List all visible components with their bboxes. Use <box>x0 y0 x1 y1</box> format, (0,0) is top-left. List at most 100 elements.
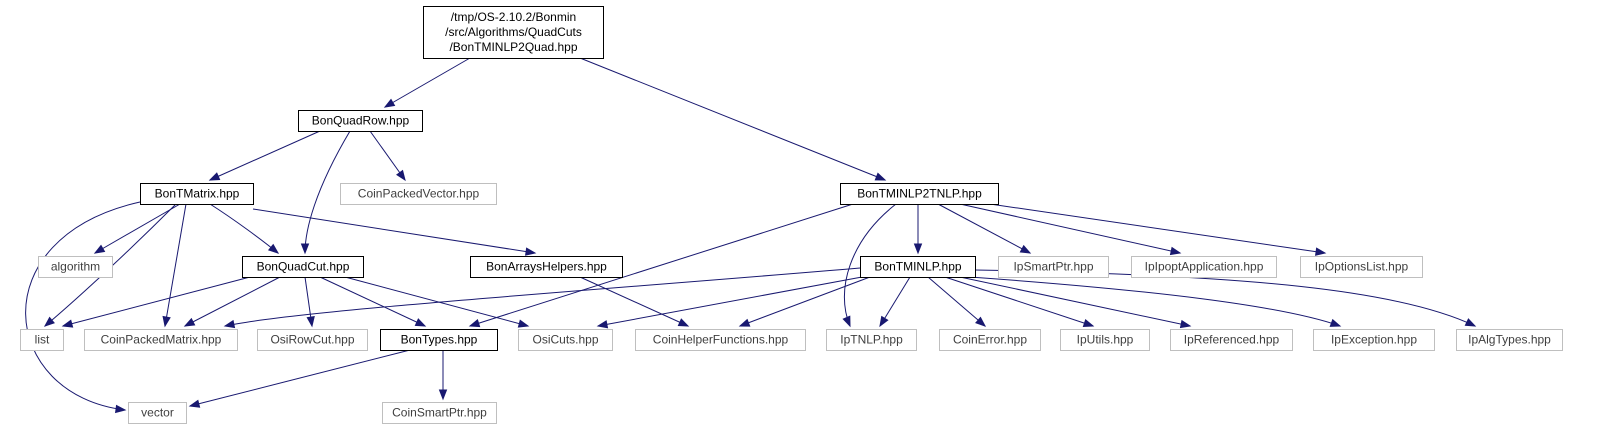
node-label: /tmp/OS-2.10.2/Bonmin <box>451 10 576 24</box>
node-smartptr[interactable]: IpSmartPtr.hpp <box>998 256 1109 278</box>
arrowhead <box>414 318 427 327</box>
arrowhead <box>1169 246 1182 256</box>
node-chf[interactable]: CoinHelperFunctions.hpp <box>635 329 806 351</box>
edge-tminlp2tnlp-to-optlist <box>989 203 1327 256</box>
node-box <box>84 329 238 351</box>
edge-tminlp-to-osicuts <box>596 276 863 329</box>
node-osirowcut[interactable]: OsiRowCut.hpp <box>257 329 368 351</box>
node-label: IpUtils.hpp <box>1077 333 1134 347</box>
edge-tminlp-to-chf <box>738 276 871 327</box>
edge-tmatrix-to-arrays <box>252 208 537 256</box>
arrowhead <box>1019 244 1032 254</box>
node-tminlp2tnlp[interactable]: BonTMINLP2TNLP.hpp <box>840 183 999 205</box>
node-label: IpReferenced.hpp <box>1184 333 1280 347</box>
node-ipref[interactable]: IpReferenced.hpp <box>1170 329 1293 351</box>
node-coinsp[interactable]: CoinSmartPtr.hpp <box>382 402 497 424</box>
arrowhead <box>183 317 196 327</box>
node-label: IpTNLP.hpp <box>840 333 903 347</box>
node-optlist[interactable]: IpOptionsList.hpp <box>1300 256 1423 278</box>
node-quadcut[interactable]: BonQuadCut.hpp <box>242 256 364 278</box>
arrowhead <box>879 315 889 328</box>
node-label: OsiCuts.hpp <box>532 333 598 347</box>
node-bontypes[interactable]: BonTypes.hpp <box>380 329 498 351</box>
edge-tminlp-to-cpm <box>223 267 861 329</box>
arrowhead <box>1082 318 1095 328</box>
edge-tminlp2tnlp-to-bontypes <box>468 203 854 328</box>
node-label: BonQuadCut.hpp <box>257 260 350 274</box>
node-box <box>826 329 917 351</box>
node-box <box>1131 256 1277 278</box>
node-cpv[interactable]: CoinPackedVector.hpp <box>340 183 497 205</box>
arrowhead <box>913 243 923 255</box>
edge-tmatrix-to-algorithm <box>93 203 181 254</box>
node-cpm[interactable]: CoinPackedMatrix.hpp <box>84 329 238 351</box>
node-ipexc[interactable]: IpException.hpp <box>1313 329 1435 351</box>
node-box <box>1300 256 1423 278</box>
arrowhead <box>738 318 751 327</box>
node-box <box>998 256 1109 278</box>
node-label: IpException.hpp <box>1331 333 1417 347</box>
node-label: algorithm <box>51 260 100 274</box>
node-osicuts[interactable]: OsiCuts.hpp <box>518 329 613 351</box>
arrowhead <box>188 399 201 408</box>
arrowhead <box>1464 318 1477 327</box>
edge-quadcut-to-osicuts <box>344 276 530 328</box>
node-coinerror[interactable]: CoinError.hpp <box>939 329 1041 351</box>
arrowhead <box>1329 318 1342 327</box>
node-ipoptapp[interactable]: IpIpoptApplication.hpp <box>1131 256 1277 278</box>
node-label: BonQuadRow.hpp <box>312 114 410 128</box>
node-vector[interactable]: vector <box>128 402 187 424</box>
arrowhead <box>842 315 851 328</box>
node-label: CoinHelperFunctions.hpp <box>653 333 789 347</box>
edges-layer <box>25 57 1477 414</box>
edge-tmatrix-to-list <box>43 203 177 327</box>
arrowhead <box>383 98 396 108</box>
node-ipalg[interactable]: IpAlgTypes.hpp <box>1456 329 1563 351</box>
node-box <box>1170 329 1293 351</box>
node-quadrow[interactable]: BonQuadRow.hpp <box>298 110 423 132</box>
node-iptnlp[interactable]: IpTNLP.hpp <box>826 329 917 351</box>
edge-root-to-tminlp2tnlp <box>579 57 887 181</box>
edge-quadrow-to-tmatrix <box>208 130 321 181</box>
node-label: OsiRowCut.hpp <box>270 333 354 347</box>
node-box <box>470 256 623 278</box>
node-label: IpOptionsList.hpp <box>1315 260 1409 274</box>
node-box <box>382 402 497 424</box>
arrowhead <box>677 318 690 327</box>
node-tmatrix[interactable]: BonTMatrix.hpp <box>140 183 254 205</box>
node-box <box>518 329 613 351</box>
edge-tminlp2tnlp-to-ipoptapp <box>959 203 1182 256</box>
node-box <box>298 110 423 132</box>
node-tminlp[interactable]: BonTMINLP.hpp <box>860 256 976 278</box>
node-list[interactable]: list <box>20 329 64 351</box>
node-box <box>20 329 64 351</box>
arrowhead <box>438 389 448 401</box>
edge-quadcut-to-cpm <box>183 276 281 327</box>
node-iputils[interactable]: IpUtils.hpp <box>1060 329 1150 351</box>
arrowhead <box>306 316 315 328</box>
arrowhead <box>115 404 127 414</box>
node-label: CoinPackedMatrix.hpp <box>101 333 222 347</box>
edge-tminlp2tnlp-to-iptnlp <box>842 203 897 328</box>
node-label: BonTMINLP2TNLP.hpp <box>857 187 982 201</box>
node-arrays[interactable]: BonArraysHelpers.hpp <box>470 256 623 278</box>
node-box <box>840 183 999 205</box>
arrowhead <box>208 172 221 181</box>
edge-tminlp-to-coinerror <box>927 276 987 327</box>
node-label: list <box>35 333 50 347</box>
edge-quadrow-to-quadcut <box>300 130 351 255</box>
node-root[interactable]: /tmp/OS-2.10.2/Bonmin/src/Algorithms/Qua… <box>423 6 604 59</box>
arrowhead <box>162 315 171 328</box>
node-label: /src/Algorithms/QuadCuts <box>445 25 582 39</box>
node-label: CoinPackedVector.hpp <box>358 187 480 201</box>
arrowhead <box>525 247 537 256</box>
arrowhead <box>43 316 55 327</box>
node-box <box>423 6 604 59</box>
node-box <box>1456 329 1563 351</box>
arrowhead <box>1315 247 1327 256</box>
edge-quadcut-to-bontypes <box>319 276 427 327</box>
edge-root-to-quadrow <box>383 57 471 108</box>
arrowhead <box>267 243 280 254</box>
node-algorithm[interactable]: algorithm <box>38 256 113 278</box>
